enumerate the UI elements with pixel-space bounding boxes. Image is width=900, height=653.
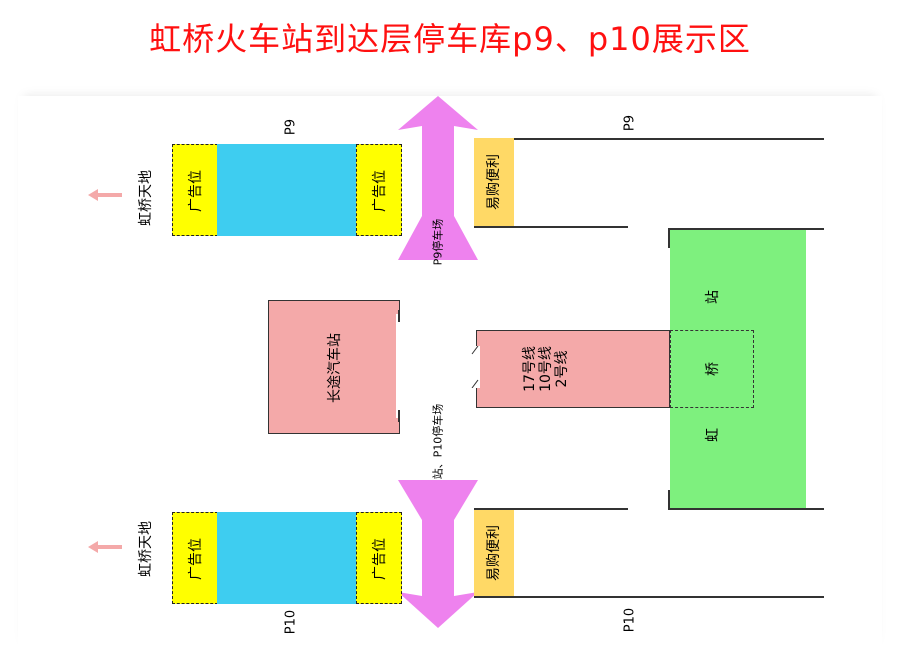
metro-line-2: 2号线 bbox=[554, 350, 571, 388]
station-char-hong: 虹 bbox=[705, 428, 721, 442]
hongqiao-tiandi-label-top: 虹桥天地 bbox=[138, 170, 154, 226]
diagram-panel: 虹桥天地 P9 广告位 广告位 P9停车场 P9 易购便利 长途汽车站 17号线… bbox=[18, 96, 882, 653]
p10-label-right: P10 bbox=[622, 607, 638, 633]
station-char-zhan: 站 bbox=[705, 290, 721, 304]
wall-line bbox=[474, 596, 824, 598]
p9-label-left: P9 bbox=[283, 118, 299, 136]
shop-bottom: 易购便利 bbox=[474, 510, 514, 596]
display-screen-bottom bbox=[217, 512, 357, 604]
ad-slot-top-left: 广告位 bbox=[172, 144, 218, 236]
ad-slot-bottom-left: 广告位 bbox=[172, 512, 218, 604]
wall-line bbox=[668, 228, 824, 230]
diagram-title: 虹桥火车站到达层停车库p9、p10展示区 bbox=[149, 20, 751, 58]
ad-slot-top-right: 广告位 bbox=[356, 144, 402, 236]
left-arrow-icon bbox=[88, 189, 122, 201]
p9-parking-arrow-label: P9停车场 bbox=[431, 218, 445, 266]
metro-lines-label: 17号线 10号线 2号线 bbox=[522, 346, 570, 392]
wall-line bbox=[474, 226, 628, 228]
up-arrow-icon bbox=[398, 96, 478, 260]
metro-line-10: 10号线 bbox=[537, 346, 554, 392]
wall-line bbox=[398, 310, 400, 322]
station-dashed-box bbox=[670, 330, 754, 408]
ad-slot-bottom-right: 广告位 bbox=[356, 512, 402, 604]
wall-line bbox=[668, 490, 670, 510]
shop-top: 易购便利 bbox=[474, 138, 514, 226]
hongqiao-tiandi-label-bottom: 虹桥天地 bbox=[138, 521, 154, 577]
wall-line bbox=[474, 138, 824, 140]
p10-label-left: P10 bbox=[283, 609, 299, 635]
wall-line bbox=[668, 228, 670, 248]
wall-line bbox=[474, 508, 628, 510]
wall-line bbox=[398, 410, 400, 422]
p9-label-right: P9 bbox=[622, 114, 638, 132]
station-char-qiao: 桥 bbox=[705, 362, 721, 376]
wall-line bbox=[668, 508, 824, 510]
metro-line-17: 17号线 bbox=[521, 346, 538, 392]
hongqiao-station bbox=[670, 228, 806, 510]
down-arrow-icon bbox=[398, 480, 478, 628]
bus-station-opening bbox=[396, 314, 404, 418]
long-distance-bus-station: 长途汽车站 bbox=[268, 300, 400, 434]
door-mark bbox=[471, 346, 479, 388]
passage-entry bbox=[470, 346, 480, 388]
display-screen-top bbox=[217, 144, 357, 236]
metro-passage bbox=[476, 330, 670, 408]
left-arrow-icon bbox=[88, 541, 122, 553]
